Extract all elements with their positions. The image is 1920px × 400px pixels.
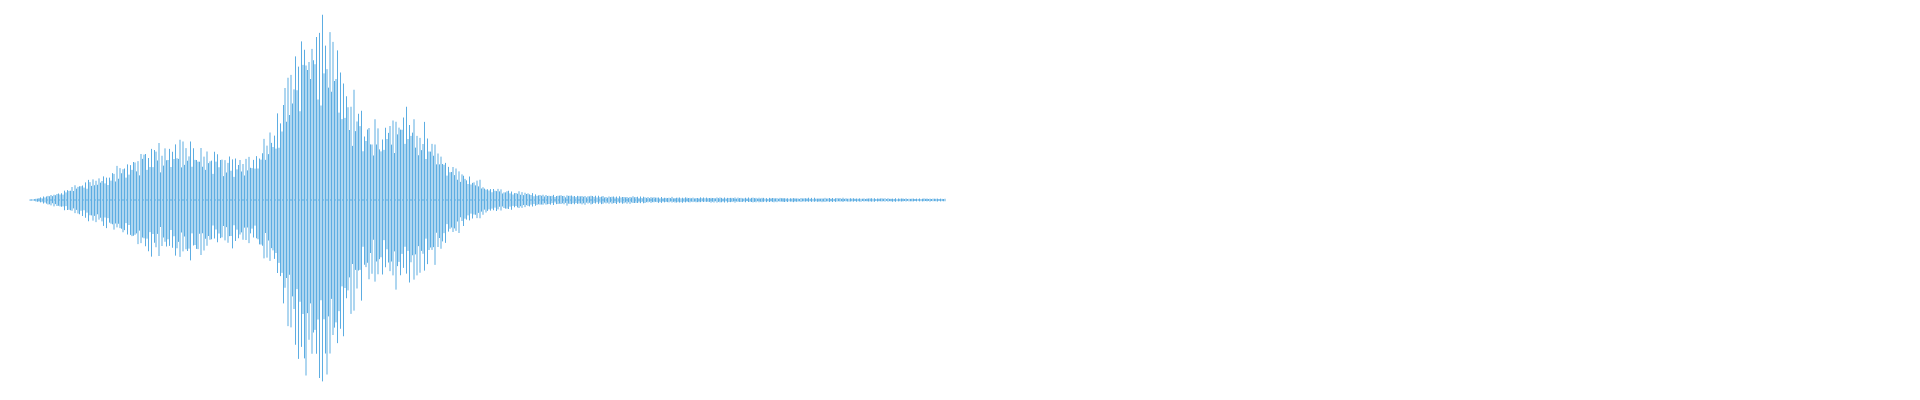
waveform-lines [29,14,946,382]
